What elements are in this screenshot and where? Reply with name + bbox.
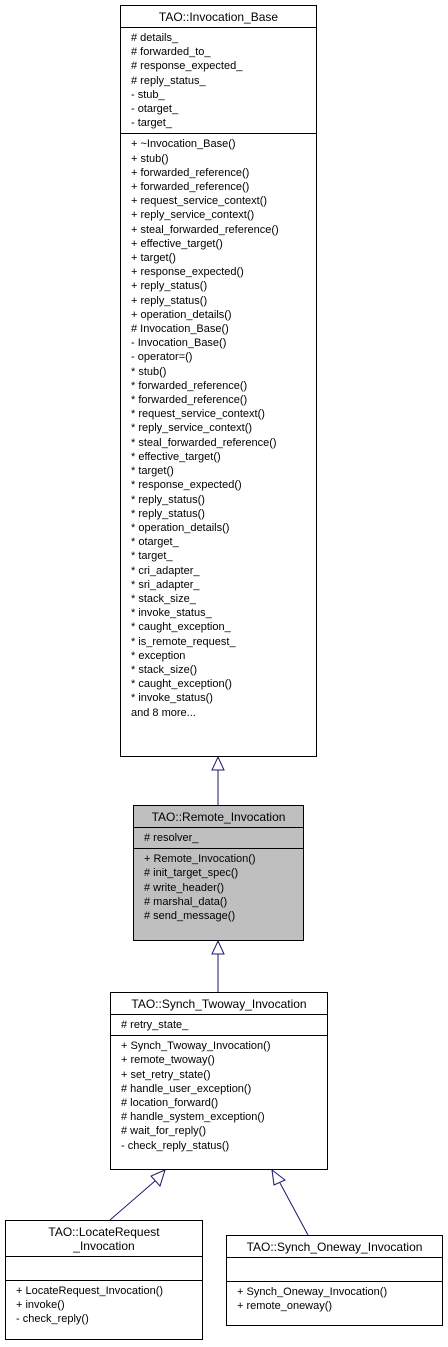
member-item: + set_retry_state() [121, 1068, 211, 1081]
member-item: + forwarded_reference() [131, 166, 250, 179]
member-item: + effective_target() [131, 237, 223, 250]
class-title: TAO::Synch_Oneway_Invocation [227, 1236, 442, 1258]
member-item: - target_ [131, 117, 172, 130]
operations-section: + ~Invocation_Base()+ stub()+ forwarded_… [121, 134, 316, 722]
class-synch-oneway-invocation[interactable]: TAO::Synch_Oneway_Invocation + Synch_One… [226, 1235, 443, 1326]
member-item: * caught_exception_ [131, 621, 231, 634]
attributes-section [6, 1257, 202, 1281]
member-item: * stack_size() [131, 663, 198, 676]
member-item: + reply_status() [131, 294, 208, 307]
member-item: - check_reply_status() [121, 1139, 230, 1152]
operations-section: + LocateRequest_Invocation() + invoke()- … [6, 1281, 202, 1330]
member-item: - check_reply() [16, 1313, 89, 1326]
member-item: + stub() [131, 152, 169, 165]
class-title: TAO::Remote_Invocation [134, 806, 303, 828]
member-item: + Synch_Oneway_Invocation() [237, 1286, 388, 1298]
member-item: - otarget_ [131, 103, 179, 116]
member-item: * stack_size_ [131, 592, 196, 605]
member-item: - operator=() [131, 351, 193, 364]
edge-oneway-to-twoway [279, 1182, 309, 1236]
member-item: # details_ [131, 32, 179, 44]
member-item: - stub_ [131, 88, 165, 101]
member-item: + invoke() [16, 1299, 65, 1312]
class-locate-request-invocation[interactable]: TAO::LocateRequest _Invocation + LocateR… [5, 1220, 203, 1340]
member-item: # handle_system_exception() [121, 1111, 265, 1124]
member-item: * stub() [131, 365, 167, 378]
member-item: + request_service_context() [131, 195, 268, 208]
attributes-section: # resolver_ [134, 828, 303, 850]
member-item: # Invocation_Base() [131, 323, 229, 336]
member-item: + response_expected() [131, 266, 244, 279]
member-item: # write_header() [144, 881, 225, 894]
member-item: * reply_status() [131, 493, 205, 506]
member-item: * forwarded_reference() [131, 394, 248, 407]
member-item: * effective_target() [131, 450, 221, 463]
member-item: # wait_for_reply() [121, 1125, 206, 1138]
member-item: * reply_service_context() [131, 422, 253, 435]
member-item: + reply_service_context() [131, 209, 255, 222]
member-item: + Remote_Invocation() [144, 853, 256, 866]
class-title: TAO::Synch_Twoway_Invocation [111, 993, 327, 1015]
arrowhead-base [211, 755, 225, 771]
member-item: * sri_adapter_ [131, 578, 200, 591]
attributes-section [227, 1258, 442, 1282]
member-item: * is_remote_request_ [131, 635, 236, 648]
member-item: + steal_forwarded_reference() [131, 223, 279, 236]
member-item: # retry_state_ [121, 1019, 189, 1031]
member-item: * caught_exception() [131, 678, 232, 691]
member-item: # init_target_spec() [144, 867, 239, 880]
member-item: # handle_user_exception() [121, 1082, 252, 1095]
class-remote-invocation[interactable]: TAO::Remote_Invocation # resolver_ + Rem… [133, 805, 304, 941]
member-item: # response_expected_ [131, 60, 243, 73]
member-item: * forwarded_reference() [131, 379, 248, 392]
class-title: TAO::LocateRequest _Invocation [6, 1221, 202, 1257]
member-item: - Invocation_Base() [131, 337, 227, 350]
member-item: # location_forward() [121, 1097, 219, 1110]
arrowhead-twoway-right [271, 1168, 286, 1186]
member-item: + remote_twoway() [121, 1054, 215, 1067]
member-item: * reply_status() [131, 507, 205, 520]
member-item: * steal_forwarded_reference() [131, 436, 277, 449]
member-item: * request_service_context() [131, 408, 265, 421]
member-item: + target() [131, 252, 176, 265]
class-invocation-base[interactable]: TAO::Invocation_Base # details_# forward… [120, 5, 317, 757]
member-item: + ~Invocation_Base() [131, 138, 236, 151]
arrowhead-remote [211, 939, 225, 955]
member-item: * otarget_ [131, 536, 179, 549]
member-item: + operation_details() [131, 308, 232, 321]
member-item: * invoke_status() [131, 692, 213, 705]
member-item: # resolver_ [144, 832, 199, 844]
member-item: * response_expected() [131, 479, 242, 492]
operations-section: + Synch_Oneway_Invocation() + remote_onew… [227, 1282, 442, 1316]
class-title: TAO::Invocation_Base [121, 6, 316, 28]
edge-locate-to-twoway [109, 1180, 156, 1221]
arrowhead-twoway-left [150, 1169, 166, 1187]
member-item: # marshal_data() [144, 895, 228, 908]
member-item: # forwarded_to_ [131, 46, 211, 59]
class-synch-twoway-invocation[interactable]: TAO::Synch_Twoway_Invocation # retry_sta… [110, 992, 328, 1170]
member-item: * cri_adapter_ [131, 564, 200, 577]
attributes-section: # details_ # forwarded_to_# response_expe… [121, 28, 316, 135]
member-item: + remote_oneway() [237, 1300, 333, 1313]
operations-section: + Synch_Twoway_Invocation()+ remote_twow… [111, 1036, 327, 1156]
attributes-section: # retry_state_ [111, 1015, 327, 1037]
member-item: # send_message() [144, 910, 236, 923]
member-item: * invoke_status_ [131, 607, 212, 620]
member-item: * exception [131, 649, 186, 662]
member-item: + Synch_Twoway_Invocation() [121, 1040, 271, 1053]
member-item: * target() [131, 465, 174, 478]
member-item: + forwarded_reference() [131, 181, 250, 194]
member-item: # reply_status_ [131, 74, 206, 87]
member-item: and 8 more... [131, 706, 196, 719]
operations-section: + Remote_Invocation()# init_target_spec(… [134, 849, 303, 926]
member-item: * operation_details() [131, 521, 230, 534]
member-item: * target_ [131, 550, 173, 563]
member-item: + LocateRequest_Invocation() [16, 1285, 164, 1297]
member-item: + reply_status() [131, 280, 208, 293]
